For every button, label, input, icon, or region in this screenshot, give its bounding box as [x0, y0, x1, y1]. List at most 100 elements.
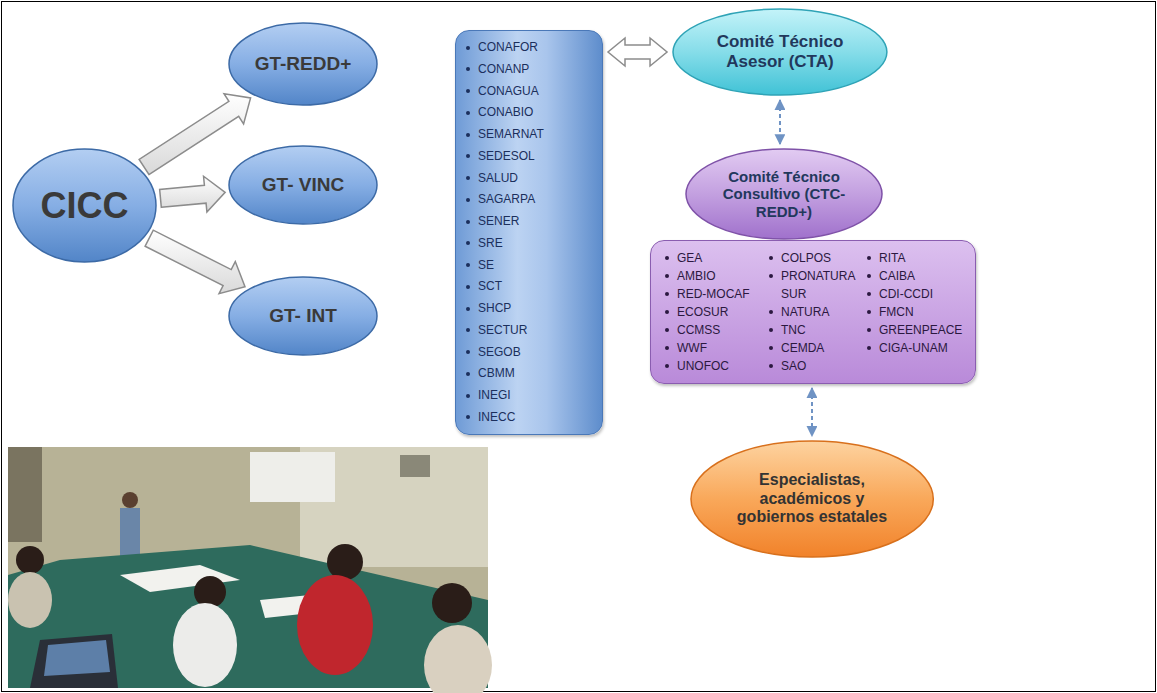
text-wrap: GT- INT [269, 305, 337, 327]
list-item: SAO [769, 357, 863, 375]
dashed-connector [779, 100, 781, 144]
list-entry: COLPOS [781, 249, 863, 267]
list-item: SECTUR [466, 323, 594, 338]
photo-person [424, 625, 492, 693]
list-item: CONANP [466, 62, 594, 77]
list-item: CDI-CCDI [867, 285, 967, 303]
photo-head [194, 576, 226, 608]
list-item: CONAGUA [466, 84, 594, 99]
list-item: CAIBA [867, 267, 967, 285]
list-item: CEMDA [769, 339, 863, 357]
group-ellipse: GT-REDD+ [228, 22, 378, 106]
list-item: INECC [466, 410, 594, 425]
bullet-dot [466, 328, 470, 332]
ellipse-fill [13, 149, 156, 262]
node-label: GT-REDD+ [255, 53, 352, 75]
list-entry: WWF [677, 339, 765, 357]
list-item: FMCN [867, 303, 967, 321]
bullet-dot [769, 328, 773, 332]
bullet-dot [769, 274, 773, 278]
ellipse-fill [691, 441, 933, 557]
agency-list-box: CONAFOR CONANP CONAGUA CONABIO SEMARNAT SEDES… [455, 30, 603, 435]
bullet-dot [665, 310, 669, 314]
list-entry: SHCP [478, 301, 594, 316]
photo-head [16, 546, 44, 574]
list-item: SEMARNAT [466, 127, 594, 142]
node-label: CICC [41, 185, 129, 226]
ellipse-fill [229, 23, 377, 105]
text-wrap: Comité Técnico Asesor (CTA) [707, 32, 852, 71]
list-item: CONAFOR [466, 40, 594, 55]
bullet-dot [466, 241, 470, 245]
text-wrap: CICC [41, 185, 129, 226]
list-entry: ECOSUR [677, 303, 765, 321]
list-item: CCMSS [665, 321, 765, 339]
list-item: TNC [769, 321, 863, 339]
list-entry: NATURA [781, 303, 863, 321]
list-entry: GREENPEACE [879, 321, 967, 339]
bullet-dot [466, 372, 470, 376]
bullet-dot [466, 285, 470, 289]
list-column: GEAAMBIORED-MOCAFECOSURCCMSSWWFUNOFOC [665, 249, 765, 375]
bullet-dot [867, 274, 871, 278]
list-entry: CAIBA [879, 267, 967, 285]
list-column: COLPOSPRONATURA SURNATURATNCCEMDASAO [769, 249, 863, 375]
bullet-dot [466, 111, 470, 115]
list-entry: AMBIO [677, 267, 765, 285]
block-arrow [160, 176, 226, 212]
dashed-connector [811, 388, 813, 436]
list-entry: CCMSS [677, 321, 765, 339]
list-column: RITACAIBACDI-CCDIFMCNGREENPEACECIGA-UNAM [867, 249, 967, 357]
list-item: SCT [466, 279, 594, 294]
bullet-dot [466, 154, 470, 158]
list-column: CONAFOR CONANP CONAGUA CONABIO SEMARNAT SEDES… [466, 40, 594, 425]
list-item: CONABIO [466, 105, 594, 120]
list-entry: CONABIO [478, 105, 594, 120]
list-item: SRE [466, 236, 594, 251]
organization-list-box: GEAAMBIORED-MOCAFECOSURCCMSSWWFUNOFOCCOL… [650, 240, 976, 384]
block-arrow [145, 230, 245, 294]
bullet-dot [769, 256, 773, 260]
photo-person [8, 572, 52, 628]
text-wrap: Especialistas, académicos y gobiernos es… [729, 471, 894, 526]
list-item: SHCP [466, 301, 594, 316]
bullet-dot [466, 415, 470, 419]
node-label: Comité Técnico Asesor (CTA) [707, 32, 852, 71]
node-label: Comité Técnico Consultivo (CTC-REDD+) [719, 168, 849, 220]
text-wrap: GT-REDD+ [255, 53, 352, 75]
list-entry: SCT [478, 279, 594, 294]
list-entry: SAO [781, 357, 863, 375]
photo-laptop [30, 634, 118, 688]
photo-head [327, 544, 363, 580]
list-item: UNOFOC [665, 357, 765, 375]
block-arrow [139, 94, 250, 175]
photo-wall [8, 447, 488, 688]
list-item: ECOSUR [665, 303, 765, 321]
bullet-dot [466, 263, 470, 267]
list-item: CIGA-UNAM [867, 339, 967, 357]
bullet-dot [466, 198, 470, 202]
committee-ellipse: Comité Técnico Consultivo (CTC-REDD+) [685, 148, 883, 240]
bullet-dot [867, 346, 871, 350]
list-entry: SAGARPA [478, 192, 594, 207]
list-item: SEDESOL [466, 149, 594, 164]
bullet-dot [665, 364, 669, 368]
bullet-dot [769, 346, 773, 350]
list-entry: SEGOB [478, 345, 594, 360]
list-entry: INECC [478, 410, 594, 425]
text-wrap: GT- VINC [262, 174, 344, 196]
list-entry: CBMM [478, 366, 594, 381]
list-item: PRONATURA SUR [769, 267, 863, 303]
list-entry: CONAGUA [478, 84, 594, 99]
ellipse-fill [673, 9, 887, 95]
photo-poster [400, 455, 430, 477]
bullet-dot [466, 133, 470, 137]
list-entry: INEGI [478, 388, 594, 403]
photo-head [122, 492, 138, 508]
photo-head [432, 583, 472, 623]
list-entry: CEMDA [781, 339, 863, 357]
meeting-photo [8, 447, 492, 693]
